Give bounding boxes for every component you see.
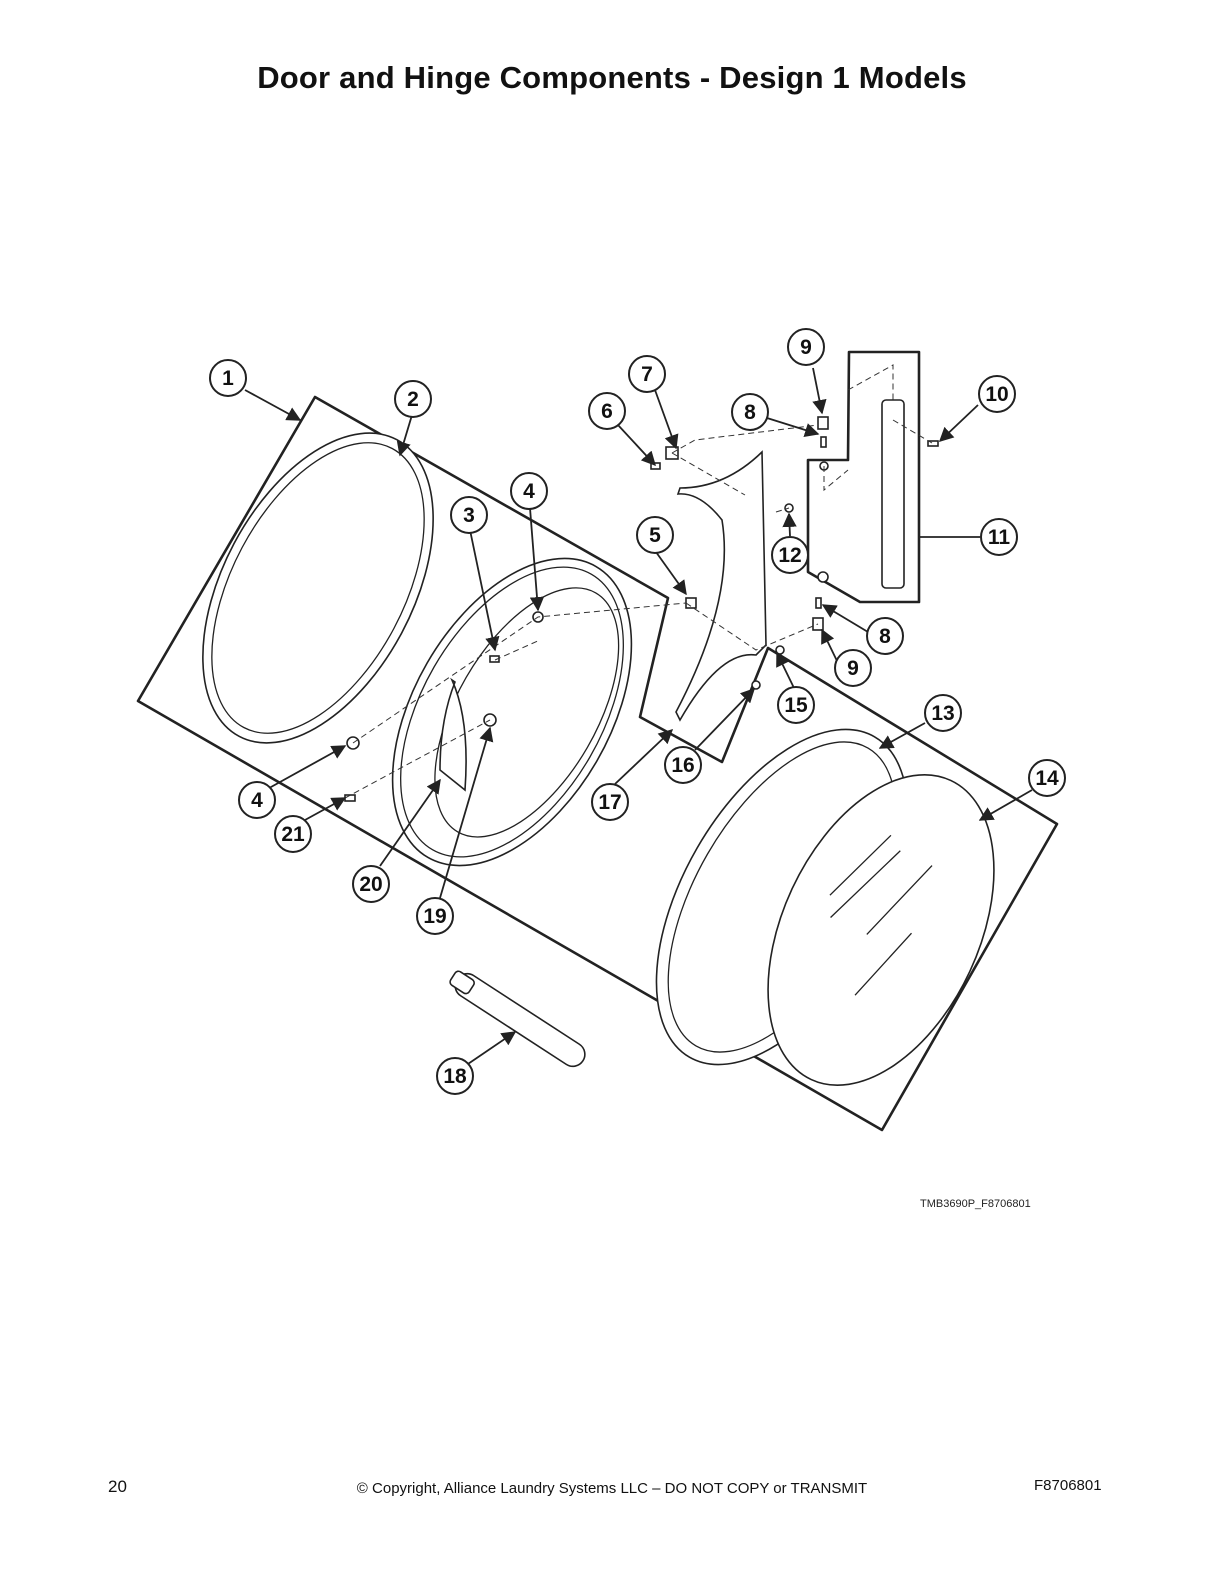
callout-4-bottom: 4 (238, 781, 276, 819)
callout-label: 17 (598, 791, 621, 814)
callout-13: 13 (924, 694, 962, 732)
callout-label: 5 (649, 524, 661, 547)
callout-7: 7 (628, 355, 666, 393)
callout-2: 2 (394, 380, 432, 418)
callout-label: 7 (641, 363, 653, 386)
callout-label: 12 (778, 544, 801, 567)
callout-label: 1 (222, 367, 234, 390)
callout-21: 21 (274, 815, 312, 853)
callout-10: 10 (978, 375, 1016, 413)
callout-label: 6 (601, 400, 613, 423)
callout-label: 15 (784, 694, 808, 717)
callout-16: 16 (664, 746, 702, 784)
copyright-notice: © Copyright, Alliance Laundry Systems LL… (356, 1480, 868, 1497)
callout-label: 14 (1035, 767, 1059, 790)
callout-1: 1 (209, 359, 247, 397)
callout-label: 2 (407, 388, 419, 411)
document-code: F8706801 (1034, 1477, 1102, 1494)
hinge-bar (881, 399, 905, 589)
leader-lines (244, 367, 1033, 1067)
page-number: 20 (108, 1477, 127, 1496)
callout-9-top: 9 (787, 328, 825, 366)
callout-label: 10 (985, 383, 1008, 406)
callout-label: 4 (251, 789, 263, 812)
assembly-outline (136, 395, 1059, 1132)
callout-9-bottom: 9 (834, 649, 872, 687)
door-gasket (202, 432, 434, 744)
callout-label: 8 (879, 625, 891, 648)
callout-label: 9 (800, 336, 812, 359)
callout-15: 15 (777, 686, 815, 724)
callout-label: 13 (931, 702, 954, 725)
callout-4-top: 4 (510, 472, 548, 510)
handle-pin (449, 970, 586, 1068)
callout-6: 6 (588, 392, 626, 430)
callout-8-top: 8 (731, 393, 769, 431)
inner-strip (439, 677, 467, 792)
callout-label: 21 (281, 823, 305, 846)
callout-label: 4 (523, 480, 535, 503)
callout-label: 8 (744, 401, 756, 424)
callout-3: 3 (450, 496, 488, 534)
callout-label: 18 (443, 1065, 467, 1088)
callout-14: 14 (1028, 759, 1066, 797)
callout-label: 20 (359, 873, 382, 896)
hinge-bracket-outline (806, 350, 921, 604)
callout-17: 17 (591, 783, 629, 821)
door-glass (767, 774, 995, 1086)
alignment-lines (344, 364, 933, 799)
page-title: Door and Hinge Components - Design 1 Mod… (257, 60, 967, 95)
callout-20: 20 (352, 865, 390, 903)
callout-19: 19 (416, 897, 454, 935)
callout-label: 3 (463, 504, 475, 527)
callout-label: 19 (423, 905, 446, 928)
callout-12: 12 (771, 536, 809, 574)
callout-label: 11 (988, 526, 1011, 549)
callout-11: 11 (980, 518, 1018, 556)
callout-5: 5 (636, 516, 674, 554)
hinge-arm (675, 450, 767, 722)
callout-label: 16 (671, 754, 694, 777)
callout-18: 18 (436, 1057, 474, 1095)
callout-label: 9 (847, 657, 859, 680)
outer-door-ring (391, 557, 633, 867)
callout-8-bottom: 8 (866, 617, 904, 655)
figure-id: TMB3690P_F8706801 (920, 1198, 1031, 1210)
